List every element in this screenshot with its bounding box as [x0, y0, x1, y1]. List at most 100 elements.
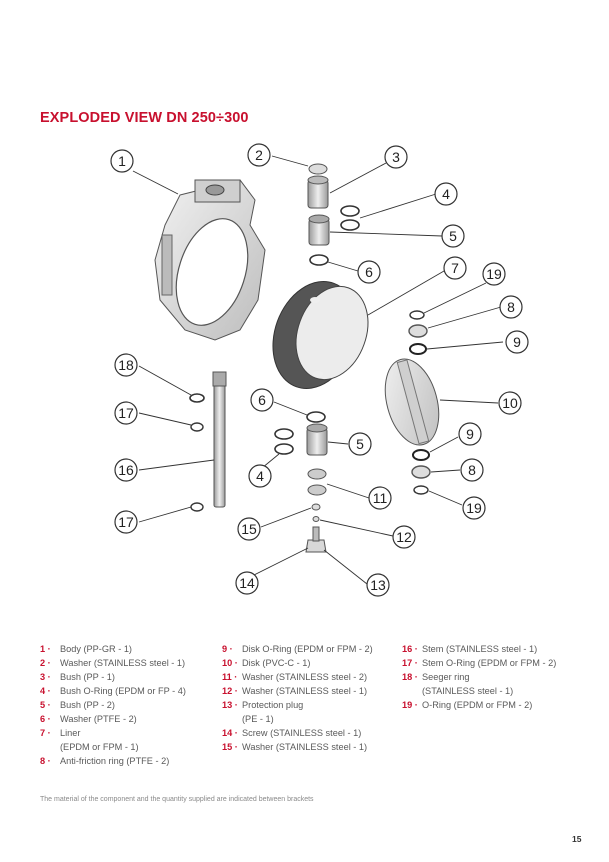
- callout-8b: 8: [460, 458, 484, 482]
- callout-15: 15: [237, 517, 261, 541]
- legend-number: 8 ·: [40, 756, 51, 766]
- callout-17a-label: 17: [118, 405, 134, 421]
- legend-number: 19 ·: [402, 700, 418, 710]
- legend-item: 1 ·Body (PP-GR - 1): [40, 642, 220, 656]
- o-ring-4b-part: [340, 219, 360, 231]
- legend-item: 14 ·Screw (STAINLESS steel - 1): [222, 726, 402, 740]
- callout-9b-label: 9: [466, 426, 474, 442]
- legend-item: 13 · Protection plug (PE - 1): [222, 698, 402, 726]
- legend-item: 7 · Liner (EPDM or FPM - 1): [40, 726, 220, 754]
- callout-10-label: 10: [502, 395, 518, 411]
- page-title: EXPLODED VIEW DN 250÷300: [40, 110, 249, 126]
- callout-6b: 6: [250, 388, 274, 412]
- leader-lines: [132, 155, 504, 585]
- callout-5-label: 5: [449, 228, 457, 244]
- legend-text: Washer (STAINLESS steel - 2): [242, 672, 368, 682]
- stem-part: [212, 371, 227, 508]
- legend-text: Disk O-Ring (EPDM or FPM - 2): [242, 644, 373, 654]
- callout-18-label: 18: [118, 357, 134, 373]
- legend-text: Liner (EPDM or FPM - 1): [60, 728, 139, 752]
- callout-15-label: 15: [241, 521, 257, 537]
- legend-item: 9 ·Disk O-Ring (EPDM or FPM - 2): [222, 642, 402, 656]
- stem-o-ring-a-part: [190, 422, 204, 432]
- callout-16: 16: [114, 458, 138, 482]
- legend-number: 2 ·: [40, 658, 51, 668]
- legend-number: 7 ·: [40, 728, 51, 738]
- bush-3-part: [307, 175, 329, 209]
- legend-text: Stem (STAINLESS steel - 1): [422, 644, 538, 654]
- callout-11: 11: [368, 486, 392, 510]
- legend-item: 19 · O-Ring (EPDM or FPM - 2): [402, 698, 602, 712]
- callout-13: 13: [366, 573, 390, 597]
- legend-number: 11 ·: [222, 672, 238, 682]
- callout-5: 5: [441, 224, 465, 248]
- legend-number: 13 ·: [222, 700, 238, 710]
- washer-2-part: [308, 163, 328, 175]
- callout-11-label: 11: [373, 490, 388, 506]
- disk-o-ring-9a-part: [409, 343, 427, 355]
- washer-15-part: [311, 503, 321, 511]
- callout-8b-label: 8: [468, 462, 476, 478]
- legend-number: 18 ·: [402, 672, 418, 682]
- legend-item: 8 · Anti-friction ring (PTFE - 2): [40, 754, 220, 768]
- bush-5-part: [308, 214, 330, 246]
- bush-5b-part: [306, 423, 328, 456]
- callout-2: 2: [247, 143, 271, 167]
- callout-10: 10: [498, 391, 522, 415]
- legend-item: 15 ·Washer (STAINLESS steel - 1): [222, 740, 402, 754]
- disk-o-ring-9b-part: [412, 449, 430, 461]
- anti-friction-ring-8b-part: [411, 465, 431, 479]
- body-part: [154, 179, 266, 341]
- legend-text: O-Ring (EPDM or FPM - 2): [422, 700, 533, 710]
- o-ring-4a-part: [340, 205, 360, 217]
- legend-number: 10 ·: [222, 658, 238, 668]
- callout-19b-label: 19: [466, 500, 482, 516]
- callout-19b: 19: [462, 496, 486, 520]
- washer-11a-part: [307, 468, 327, 480]
- callout-1-label: 1: [118, 153, 126, 169]
- callout-19-label: 19: [486, 266, 502, 282]
- stem-o-ring-b-part: [190, 502, 204, 512]
- washer-12-part: [312, 516, 320, 522]
- callout-12: 12: [392, 525, 416, 549]
- callout-17a: 17: [114, 401, 138, 425]
- legend-column-3: 16 · Stem (STAINLESS steel - 1) 17 · Stem …: [402, 642, 602, 712]
- protection-plug-part: [305, 526, 327, 553]
- legend-text: Bush (PP - 1): [60, 672, 115, 682]
- callout-8: 8: [499, 295, 523, 319]
- callout-5b-label: 5: [356, 436, 364, 452]
- callout-9: 9: [505, 330, 529, 354]
- legend-number: 16 ·: [402, 644, 418, 654]
- legend-number: 1 ·: [40, 644, 51, 654]
- legend-number: 12 ·: [222, 686, 238, 696]
- legend-number: 3 ·: [40, 672, 51, 682]
- exploded-view-diagram: 1 2 3 4 5 6 7 19 8 9 10 18 17 16 17 6 4 …: [110, 143, 529, 597]
- callout-3: 3: [384, 145, 408, 169]
- callout-1: 1: [110, 149, 134, 173]
- legend-item: 6 · Washer (PTFE - 2): [40, 712, 220, 726]
- legend-number: 6 ·: [40, 714, 51, 724]
- legend-column-1: 1 ·Body (PP-GR - 1) 2 · Washer (STAINLESS…: [40, 642, 220, 768]
- legend-text: Washer (STAINLESS steel - 1): [60, 658, 186, 668]
- legend-text: Disk (PVC-C - 1): [242, 658, 311, 668]
- callout-8-label: 8: [507, 299, 515, 315]
- callout-2-label: 2: [255, 147, 263, 163]
- callout-4: 4: [434, 182, 458, 206]
- legend-text: Protection plug (PE - 1): [242, 700, 304, 724]
- legend-number: 5 ·: [40, 700, 51, 710]
- o-ring-4c-part: [274, 428, 294, 440]
- callout-18: 18: [114, 353, 138, 377]
- legend-text: Anti-friction ring (PTFE - 2): [60, 756, 170, 766]
- liner-part: [272, 281, 369, 389]
- callout-14: 14: [235, 571, 259, 595]
- callout-6-label: 6: [365, 264, 373, 280]
- legend-text: Bush (PP - 2): [60, 700, 115, 710]
- callout-6: 6: [357, 260, 381, 284]
- callout-17b: 17: [114, 510, 138, 534]
- legend-number: 17 ·: [402, 658, 418, 668]
- callout-13-label: 13: [370, 577, 386, 593]
- legend-text: Stem O-Ring (EPDM or FPM - 2): [422, 658, 557, 668]
- legend-number: 14 ·: [222, 728, 238, 738]
- legend-text: Washer (PTFE - 2): [60, 714, 137, 724]
- callout-9-label: 9: [513, 334, 521, 350]
